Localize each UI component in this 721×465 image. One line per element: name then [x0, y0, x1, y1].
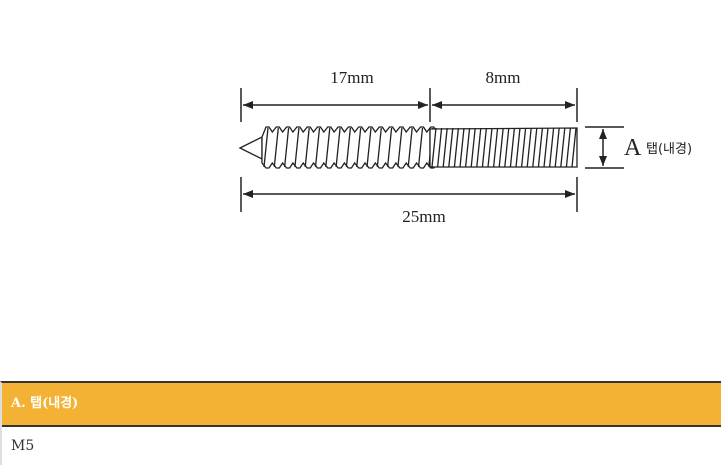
spec-table-value: M5: [11, 438, 35, 454]
spec-table-header: A. 탭(내경): [2, 383, 721, 427]
label-a: A: [624, 135, 642, 161]
screw-drawing: [238, 126, 578, 169]
dim-total-label: 25mm: [402, 207, 445, 226]
dim-tap-label: 8mm: [486, 68, 521, 87]
dim-threaded-label: 17mm: [330, 68, 373, 87]
screw-dimension-diagram: 17mm 8mm 25mm A 탭(내경): [238, 68, 692, 226]
spec-table: A. 탭(내경) M5: [0, 381, 721, 465]
dimension-lines: [240, 88, 624, 212]
label-tap-diameter: 탭(내경): [646, 142, 692, 157]
